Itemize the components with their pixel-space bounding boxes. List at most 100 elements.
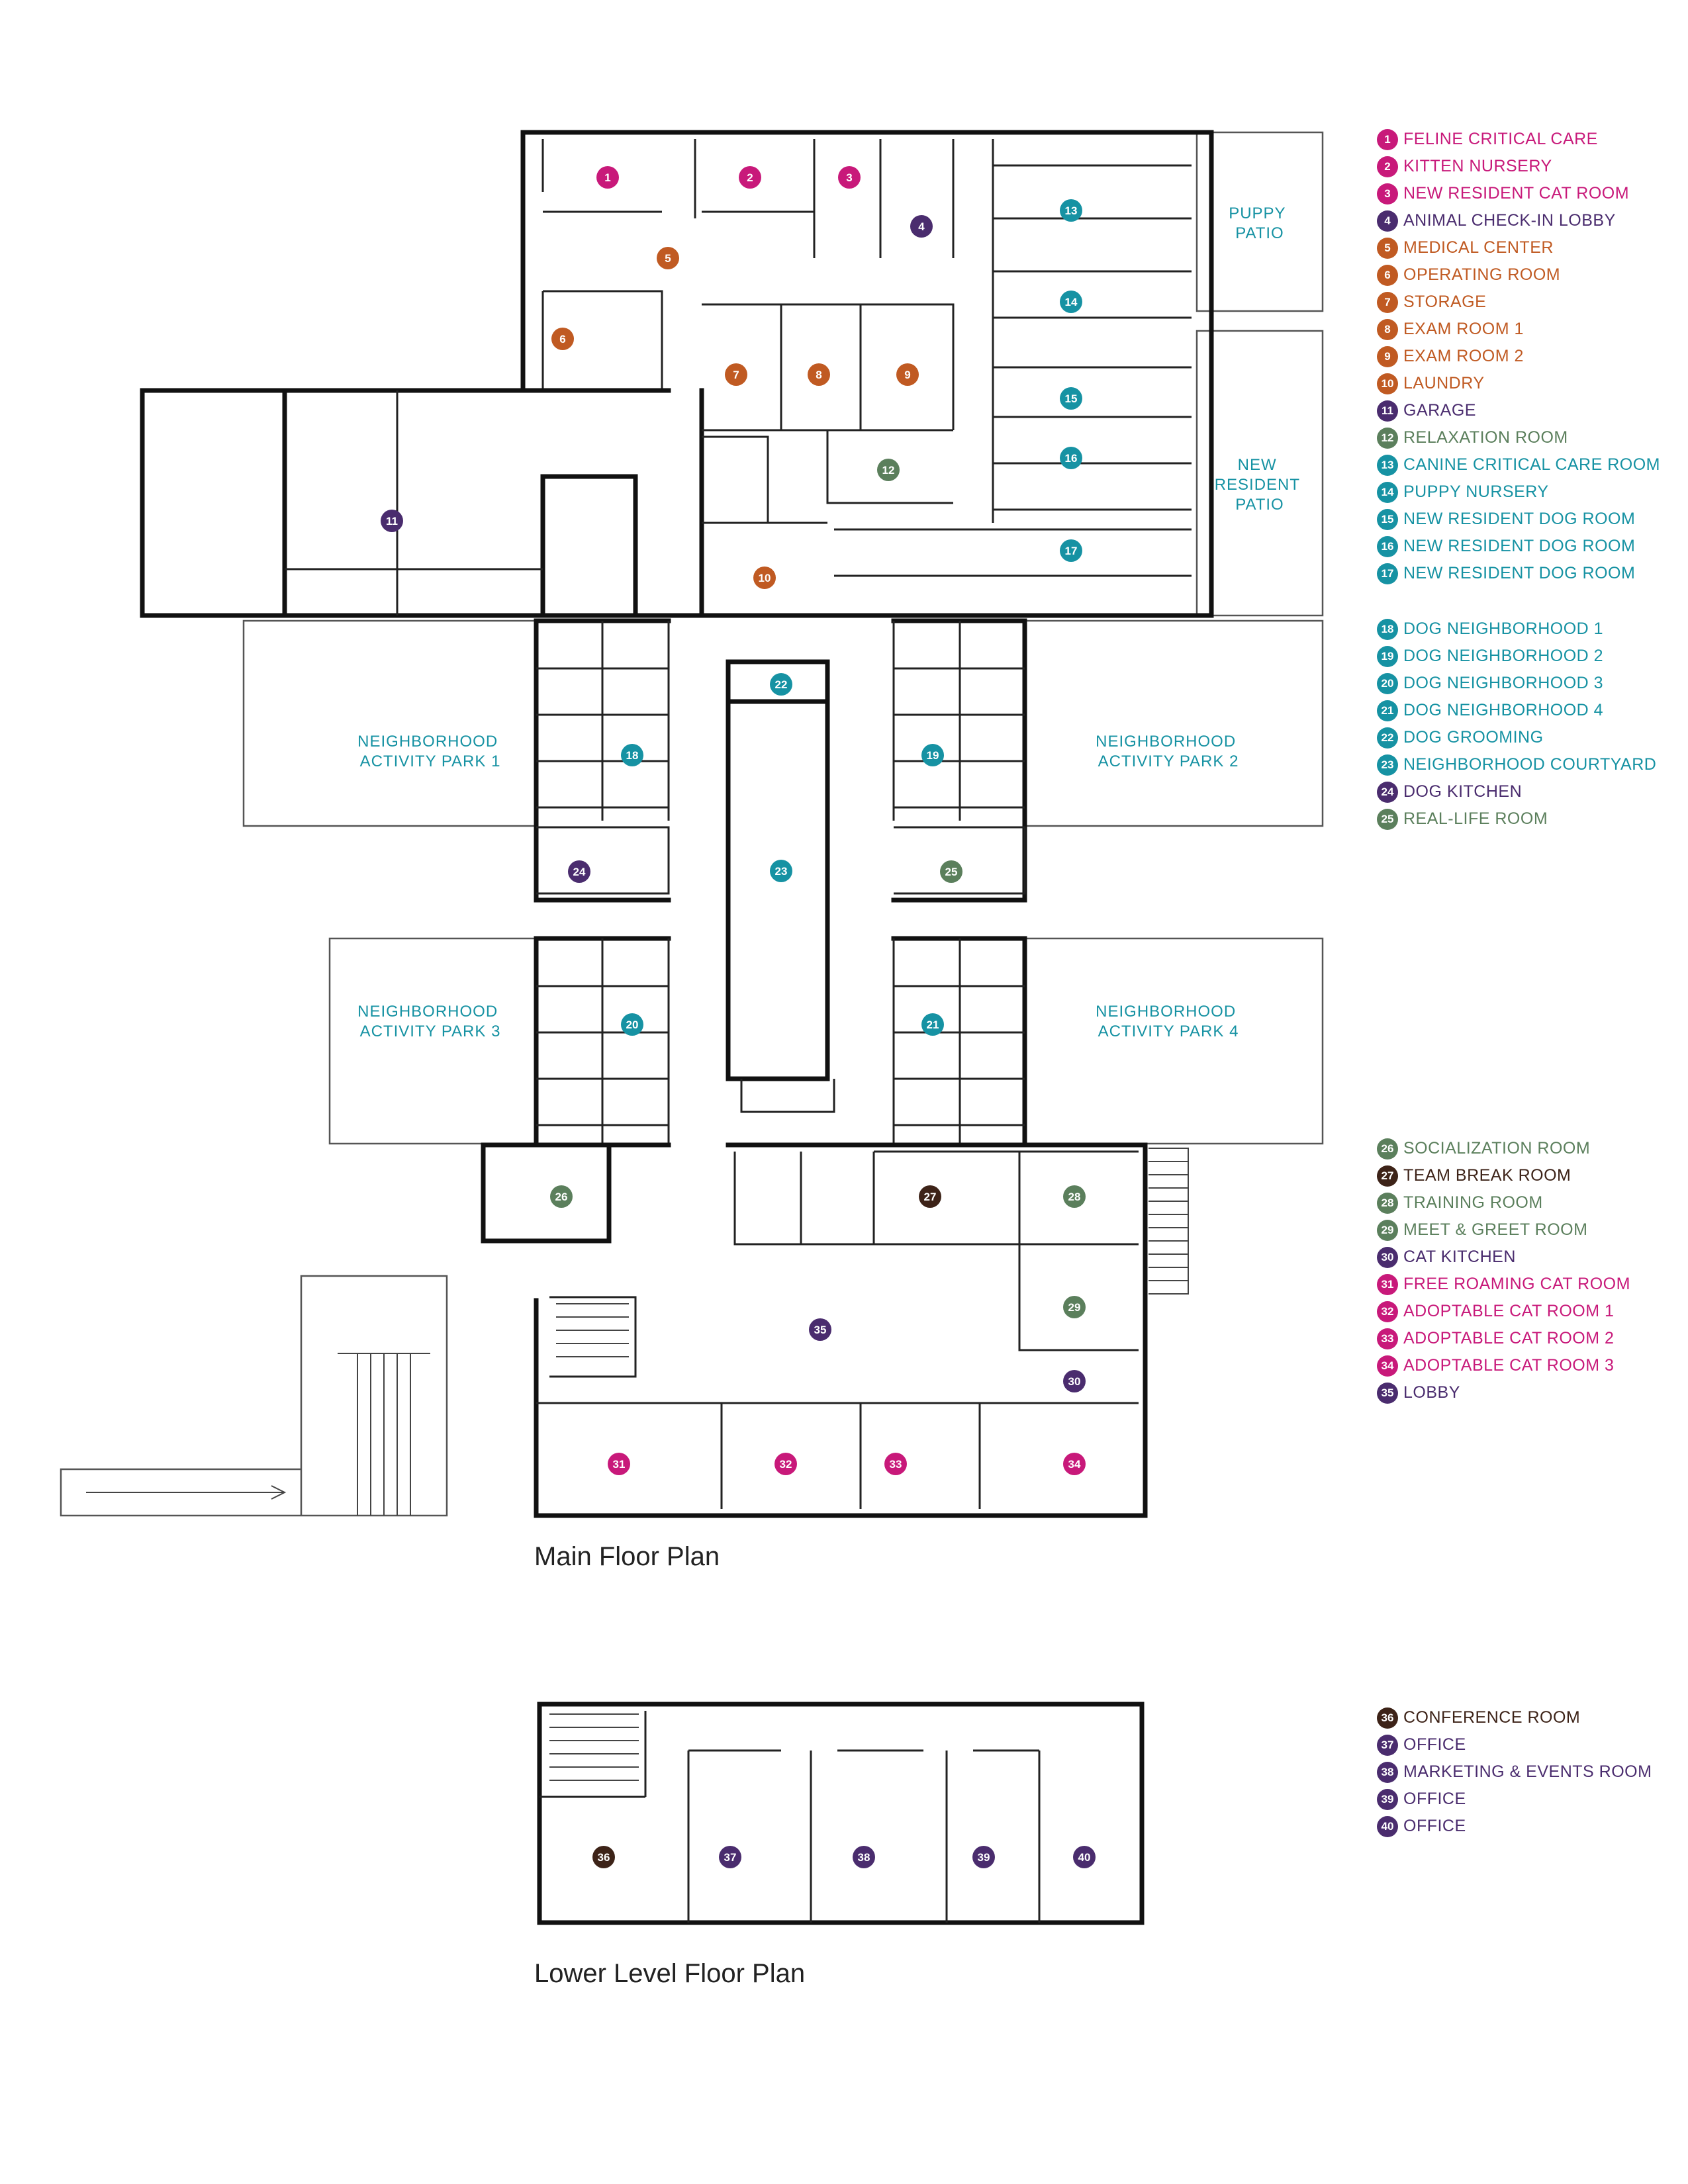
room-marker-3: 3 bbox=[838, 166, 861, 189]
legend-label: NEIGHBORHOOD COURTYARD bbox=[1403, 755, 1657, 774]
room-marker-number: 6 bbox=[559, 333, 565, 345]
legend-label: EXAM ROOM 1 bbox=[1403, 320, 1524, 338]
room-marker-32: 32 bbox=[774, 1453, 797, 1475]
medical-interior-walls bbox=[541, 139, 1192, 577]
room-marker-circle bbox=[921, 1013, 944, 1036]
room-marker-16: 16 bbox=[1060, 447, 1082, 469]
medical-block-outline bbox=[520, 130, 1214, 618]
room-marker-circle bbox=[568, 860, 590, 883]
legend-number-badge: 30 bbox=[1377, 1246, 1398, 1268]
room-marker-number: 37 bbox=[724, 1851, 737, 1864]
new-resident-patio-yard bbox=[1196, 330, 1324, 617]
room-marker-31: 31 bbox=[608, 1453, 630, 1475]
legend-number-badge: 36 bbox=[1377, 1707, 1398, 1729]
legend-number-badge: 9 bbox=[1377, 345, 1398, 367]
room-marker-10: 10 bbox=[753, 567, 776, 589]
room-marker-circle bbox=[896, 363, 919, 386]
room-marker-number: 17 bbox=[1065, 545, 1078, 557]
legend-label: EXAM ROOM 2 bbox=[1403, 347, 1524, 365]
main-floor-walls bbox=[140, 130, 1214, 1518]
activity-park-1-label: NEIGHBORHOOD ACTIVITY PARK 1 bbox=[357, 733, 503, 770]
legend-number-badge: 15 bbox=[1377, 508, 1398, 530]
room-marker-circle bbox=[381, 510, 403, 532]
legend-label: NEW RESIDENT DOG ROOM bbox=[1403, 564, 1636, 582]
legend-number-badge: 20 bbox=[1377, 672, 1398, 694]
room-marker-circle bbox=[972, 1846, 995, 1868]
room-marker-number: 1 bbox=[604, 171, 610, 184]
legend-item-30: 30 CAT KITCHEN bbox=[1377, 1244, 1630, 1271]
room-marker-28: 28 bbox=[1063, 1185, 1086, 1208]
legend-number-badge: 28 bbox=[1377, 1192, 1398, 1214]
room-marker-circle bbox=[550, 1185, 573, 1208]
legend-item-9: 9 EXAM ROOM 2 bbox=[1377, 343, 1660, 370]
room-marker-6: 6 bbox=[551, 328, 574, 350]
legend-item-6: 6 OPERATING ROOM bbox=[1377, 261, 1660, 289]
room-marker-circle bbox=[1063, 1370, 1086, 1392]
room-marker-40: 40 bbox=[1073, 1846, 1096, 1868]
legend-number-badge: 32 bbox=[1377, 1300, 1398, 1322]
room-marker-circle bbox=[1060, 387, 1082, 410]
legend-item-4: 4 ANIMAL CHECK-IN LOBBY bbox=[1377, 207, 1660, 234]
legend-number-badge: 13 bbox=[1377, 454, 1398, 476]
legend-item-18: 18 DOG NEIGHBORHOOD 1 bbox=[1377, 615, 1656, 643]
legend-label: TEAM BREAK ROOM bbox=[1403, 1166, 1571, 1185]
main-floor-plan-title: Main Floor Plan bbox=[534, 1542, 720, 1571]
room-marker-number: 3 bbox=[846, 171, 852, 184]
room-marker-circle bbox=[877, 459, 900, 481]
legend-number-badge: 33 bbox=[1377, 1328, 1398, 1349]
room-marker-36: 36 bbox=[592, 1846, 615, 1868]
activity-park-3-yard bbox=[328, 937, 538, 1145]
south-block-interior bbox=[536, 1150, 1139, 1509]
room-marker-35: 35 bbox=[809, 1318, 831, 1341]
room-marker-circle bbox=[657, 247, 679, 269]
legend-number-badge: 7 bbox=[1377, 291, 1398, 313]
legend-label: ANIMAL CHECK-IN LOBBY bbox=[1403, 211, 1616, 230]
neighborhood-3-4-runs bbox=[536, 938, 1025, 1145]
legend-label: OPERATING ROOM bbox=[1403, 265, 1561, 284]
activity-park-3-label: NEIGHBORHOOD ACTIVITY PARK 3 bbox=[357, 1003, 503, 1040]
room-marker-33: 33 bbox=[884, 1453, 907, 1475]
legend-number-badge: 6 bbox=[1377, 264, 1398, 286]
room-marker-circle bbox=[1063, 1296, 1086, 1318]
room-marker-circle bbox=[1060, 291, 1082, 313]
interior-stair bbox=[556, 1303, 629, 1357]
legend-label: SOCIALIZATION ROOM bbox=[1403, 1139, 1591, 1158]
room-marker-11: 11 bbox=[381, 510, 403, 532]
legend-number-badge: 4 bbox=[1377, 210, 1398, 232]
room-marker-number: 18 bbox=[626, 749, 639, 762]
room-marker-8: 8 bbox=[808, 363, 830, 386]
room-marker-9: 9 bbox=[896, 363, 919, 386]
room-marker-number: 28 bbox=[1068, 1191, 1081, 1203]
legend-label: CAT KITCHEN bbox=[1403, 1248, 1516, 1266]
legend-number-badge: 38 bbox=[1377, 1761, 1398, 1783]
room-marker-21: 21 bbox=[921, 1013, 944, 1036]
legend-label: DOG NEIGHBORHOOD 1 bbox=[1403, 619, 1604, 638]
room-marker-19: 19 bbox=[921, 744, 944, 766]
south-block-outline bbox=[481, 1142, 1148, 1518]
room-marker-number: 32 bbox=[780, 1458, 792, 1471]
garage-outline bbox=[140, 388, 704, 618]
ramp-treads bbox=[338, 1353, 430, 1516]
room-marker-circle bbox=[551, 328, 574, 350]
legend-label: DOG NEIGHBORHOOD 3 bbox=[1403, 674, 1604, 692]
legend-label: FELINE CRITICAL CARE bbox=[1403, 130, 1598, 148]
legend-number-badge: 18 bbox=[1377, 618, 1398, 640]
room-marker-number: 36 bbox=[598, 1851, 610, 1864]
